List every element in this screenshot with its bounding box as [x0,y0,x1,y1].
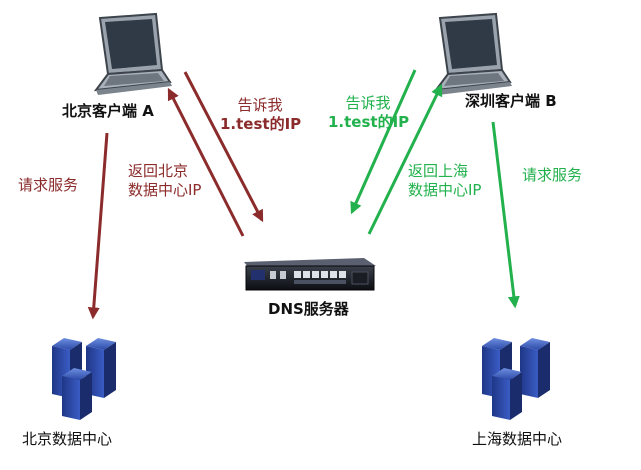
b-reply-label: 返回上海 数据中心IP [408,162,481,200]
laptop-a-icon [93,12,172,95]
b-query-line1: 告诉我 [345,94,391,112]
b-query-line2: 1.test的IP [328,112,410,131]
a-reply-arrow [167,87,245,237]
a-request-arrow [87,132,109,320]
b-query-label: 告诉我 1.test的IP [328,94,410,132]
laptop-b-icon [433,12,512,95]
b-request-label: 请求服务 [522,166,583,184]
a-query-arrow [183,71,264,223]
b-request-arrow [491,121,520,309]
dns-server-icon [244,258,376,291]
a-reply-label: 返回北京 数据中心IP [128,162,201,200]
b-reply-line2: 数据中心IP [408,180,482,199]
client-b-label: 深圳客户端 B [465,92,557,110]
a-request-label: 请求服务 [18,176,79,194]
a-reply-line2: 数据中心IP [128,180,202,199]
beijing-datacenter-icon [52,338,116,420]
shanghai-datacenter-icon [482,338,550,420]
shanghai-datacenter-label: 上海数据中心 [472,430,563,448]
b-reply-arrow [367,83,443,235]
b-query-arrow [350,69,417,215]
a-reply-line1: 返回北京 [128,162,189,180]
b-reply-line1: 返回上海 [408,162,469,180]
a-query-line2: 1.test的IP [220,114,302,133]
a-query-line1: 告诉我 [237,96,283,114]
dns-server-label: DNS服务器 [268,300,349,318]
client-a-label: 北京客户端 A [62,102,154,120]
beijing-datacenter-label: 北京数据中心 [22,430,113,448]
a-query-label: 告诉我 1.test的IP [220,96,302,134]
